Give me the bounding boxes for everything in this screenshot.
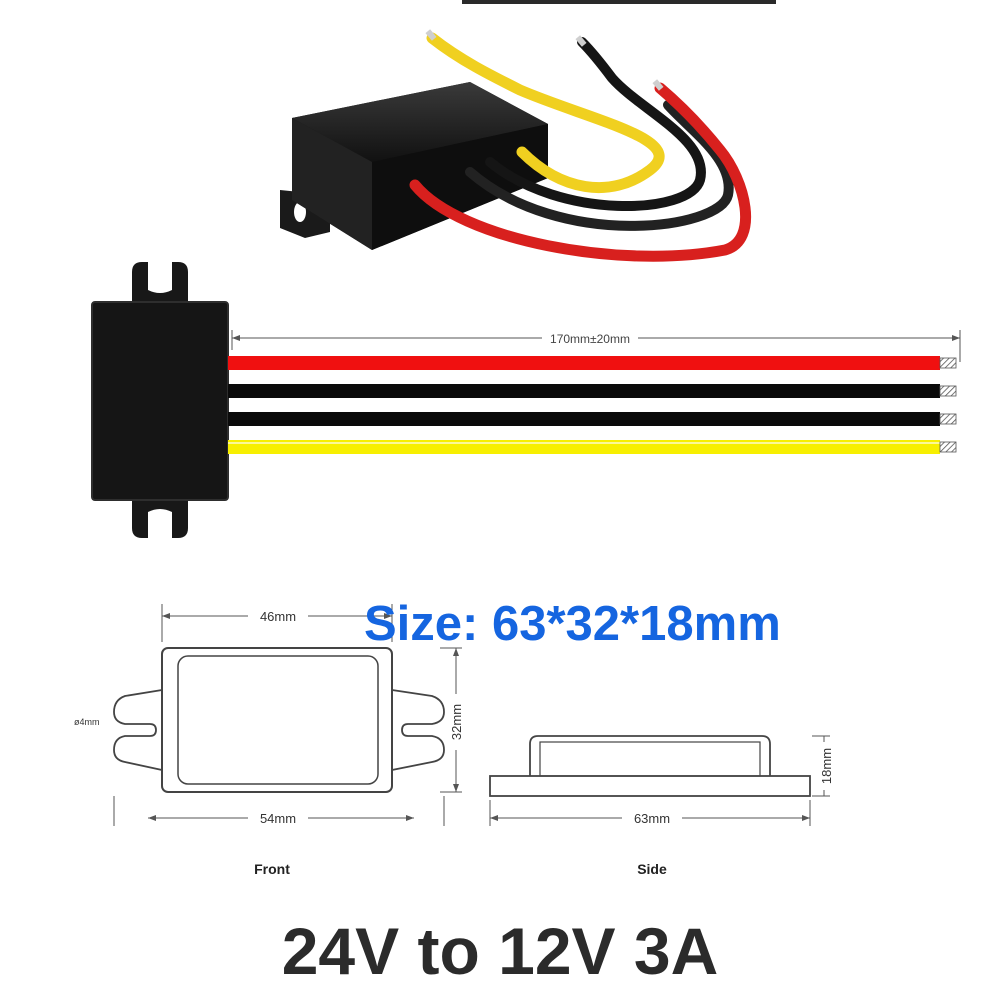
black-wire-photo-2	[465, 100, 734, 231]
front-outer-body	[161, 647, 393, 793]
front-caption: Front	[254, 861, 290, 877]
red-wire	[228, 356, 940, 370]
yellow-wire-tip	[939, 441, 957, 453]
right-ear	[391, 689, 445, 771]
top-decorative-bar	[462, 0, 776, 4]
front-top-width-label: 46mm	[260, 609, 296, 624]
hole-diameter-label: ø4mm	[74, 717, 100, 727]
side-body	[529, 735, 771, 776]
front-inner-panel	[177, 655, 379, 785]
main-title: 24V to 12V 3A	[281, 914, 719, 988]
red-wire-photo	[409, 82, 752, 262]
top-mounting-tab	[132, 262, 188, 304]
side-caption: Side	[637, 861, 667, 877]
side-width-label: 63mm	[634, 811, 670, 826]
black-wire-1	[228, 384, 940, 398]
converter-body-top-view	[92, 302, 228, 500]
bottom-mounting-tab	[132, 498, 188, 538]
red-wire-tip	[939, 357, 957, 369]
black-wire-1-tip	[939, 385, 957, 397]
left-ear	[113, 689, 163, 771]
front-height-label: 32mm	[449, 704, 464, 740]
black-wire-2	[228, 412, 940, 426]
black-wire-2-tip	[939, 413, 957, 425]
side-base-flange	[489, 775, 811, 797]
wire-length-diagram: 170mm±20mm	[91, 262, 961, 538]
yellow-wire-photo	[426, 32, 665, 194]
wire-length-label: 170mm±20mm	[550, 332, 630, 346]
side-height-label: 18mm	[819, 748, 834, 784]
black-wire-photo-1	[485, 37, 706, 212]
converter-photo	[280, 29, 752, 262]
size-title: Size: 63*32*18mm	[364, 597, 781, 651]
front-bottom-width-label: 54mm	[260, 811, 296, 826]
